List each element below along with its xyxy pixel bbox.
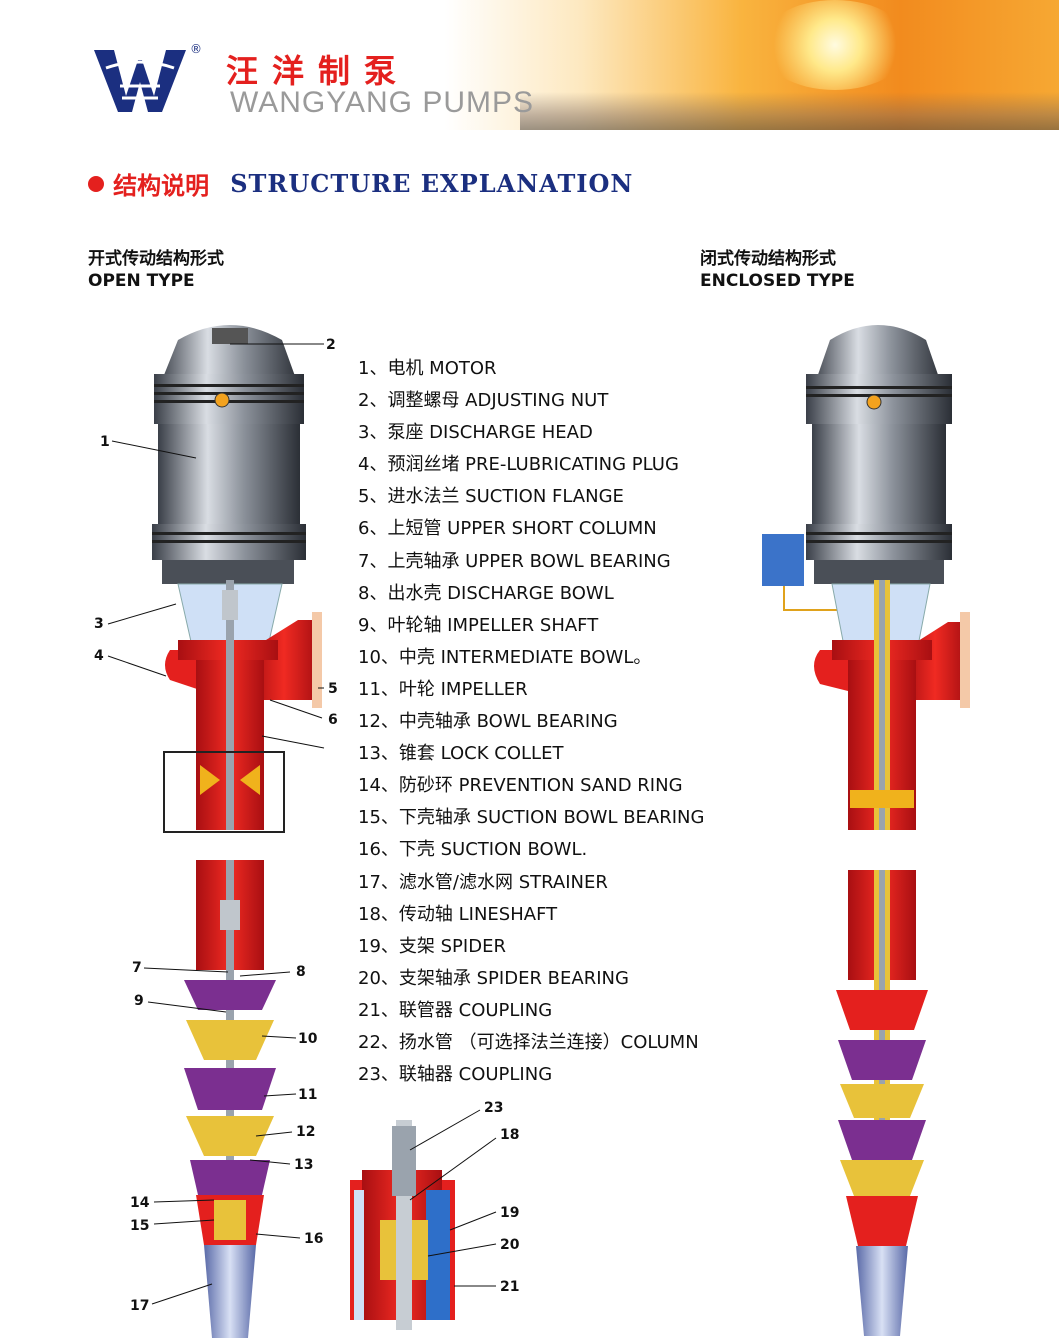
callout-23: 23 xyxy=(484,1100,503,1116)
callout-5: 5 xyxy=(328,681,338,697)
brand-name-cn: 汪洋制泵 xyxy=(226,52,411,90)
open-type-discharge-head xyxy=(163,580,322,833)
callout-2: 2 xyxy=(326,337,336,353)
callout-10: 10 xyxy=(298,1031,318,1047)
red-bullet-icon xyxy=(88,175,104,192)
sunset-sun xyxy=(760,0,910,90)
callout-20: 20 xyxy=(500,1237,520,1253)
part-item: 1、电机 MOTOR xyxy=(358,358,497,379)
enclosed-type-motor xyxy=(762,325,952,611)
callout-4: 4 xyxy=(94,648,104,664)
enclosed-type-bowl-assembly xyxy=(836,870,928,1336)
enclosed-type-label: 闭式传动结构形式 ENCLOSED TYPE xyxy=(700,248,855,292)
callout-14: 14 xyxy=(130,1195,150,1211)
part-item: 8、出水壳 DISCHARGE BOWL xyxy=(358,582,614,604)
sunset-sea xyxy=(520,92,1059,130)
callout-8: 8 xyxy=(296,964,306,980)
part-item: 6、上短管 UPPER SHORT COLUMN xyxy=(358,518,657,540)
part-item: 3、泵座 DISCHARGE HEAD xyxy=(358,422,593,444)
part-item: 23、联轴器 COUPLING xyxy=(358,1064,553,1086)
open-type-motor xyxy=(152,325,306,584)
callout-1: 1 xyxy=(100,434,110,450)
callout-18: 18 xyxy=(500,1127,519,1143)
company-logo xyxy=(94,50,186,112)
callout-9: 9 xyxy=(134,993,144,1009)
part-item: 2、调整螺母 ADJUSTING NUT xyxy=(358,390,609,412)
callout-13: 13 xyxy=(294,1157,313,1173)
part-item: 18、传动轴 LINESHAFT xyxy=(358,903,558,925)
part-item: 10、中壳 INTERMEDIATE BOWL。 xyxy=(358,646,652,668)
section-title: 结构说明 STRUCTURE EXPLANATION xyxy=(88,166,633,201)
part-item: 9、叶轮轴 IMPELLER SHAFT xyxy=(358,614,599,636)
section-title-en: STRUCTURE EXPLANATION xyxy=(230,169,634,198)
section-title-cn: 结构说明 xyxy=(113,172,210,200)
part-item: 12、中壳轴承 BOWL BEARING xyxy=(358,711,618,733)
part-item: 5、进水法兰 SUCTION FLANGE xyxy=(358,486,624,508)
callout-labels: 2 1 3 4 5 6 7 8 9 10 11 12 13 14 15 16 1… xyxy=(94,337,520,1314)
callout-19: 19 xyxy=(500,1205,519,1221)
part-item: 19、支架 SPIDER xyxy=(358,935,506,957)
part-item: 17、滤水管/滤水网 STRAINER xyxy=(358,871,608,893)
part-item: 16、下壳 SUCTION BOWL. xyxy=(358,839,588,861)
callout-6: 6 xyxy=(328,712,338,728)
callout-7: 7 xyxy=(132,960,142,976)
callout-16: 16 xyxy=(304,1231,323,1247)
part-item: 20、支架轴承 SPIDER BEARING xyxy=(358,967,629,989)
callout-11: 11 xyxy=(298,1087,317,1103)
part-item: 14、防砂环 PREVENTION SAND RING xyxy=(358,775,683,797)
callout-15: 15 xyxy=(130,1218,149,1234)
parts-list: 1、电机 MOTOR 2、调整螺母 ADJUSTING NUT 3、泵座 DIS… xyxy=(358,354,704,1092)
enclosed-type-label-en: ENCLOSED TYPE xyxy=(700,271,855,291)
part-item: 4、预润丝堵 PRE-LUBRICATING PLUG xyxy=(358,454,679,476)
callout-12: 12 xyxy=(296,1124,315,1140)
callout-17: 17 xyxy=(130,1298,149,1314)
open-type-label: 开式传动结构形式 OPEN TYPE xyxy=(88,248,224,292)
part-item: 11、叶轮 IMPELLER xyxy=(358,678,528,700)
open-type-bowl-assembly xyxy=(184,860,276,1338)
leader-lines xyxy=(107,343,497,1305)
enclosed-type-label-cn: 闭式传动结构形式 xyxy=(700,249,836,269)
enclosed-type-discharge-head xyxy=(814,580,970,830)
open-type-label-en: OPEN TYPE xyxy=(88,271,195,291)
part-item: 21、联管器 COUPLING xyxy=(358,999,553,1021)
part-item: 15、下壳轴承 SUCTION BOWL BEARING xyxy=(358,807,705,829)
registered-mark: ® xyxy=(190,42,202,56)
brand-name-en: WANGYANG PUMPS xyxy=(230,86,535,119)
part-item: 13、锥套 LOCK COLLET xyxy=(358,743,564,765)
open-type-label-cn: 开式传动结构形式 xyxy=(88,249,224,269)
coupling-detail xyxy=(350,1120,455,1330)
callout-21: 21 xyxy=(500,1279,519,1295)
callout-3: 3 xyxy=(94,616,104,632)
part-item: 22、扬水管 （可选择法兰连接）COLUMN xyxy=(358,1031,699,1053)
part-item: 7、上壳轴承 UPPER BOWL BEARING xyxy=(358,550,671,572)
